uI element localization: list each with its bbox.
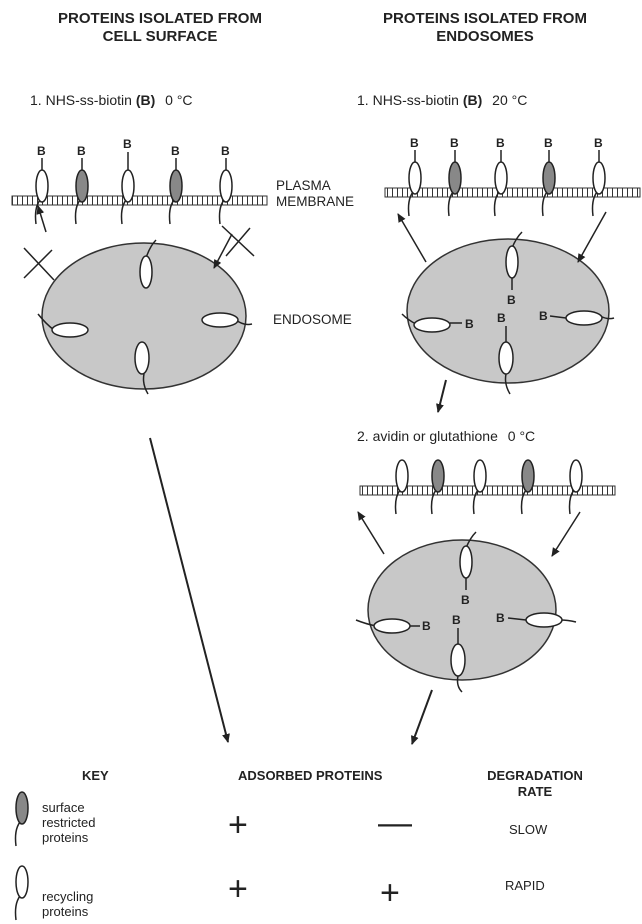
row2-adsorbed-b: +	[380, 876, 400, 910]
key-row2-label: recycling proteins	[42, 889, 93, 919]
svg-text:B: B	[461, 593, 470, 607]
rate-label: RATE	[480, 784, 590, 800]
svg-text:B: B	[37, 144, 46, 158]
left-membrane-proteins	[36, 152, 233, 224]
key-row1-line3: proteins	[42, 830, 95, 845]
key-row2-line2: proteins	[42, 904, 93, 919]
key-row2-line1: recycling	[42, 889, 93, 904]
key-symbols	[16, 792, 29, 920]
svg-text:B: B	[221, 144, 230, 158]
row2-adsorbed-a: +	[228, 872, 248, 906]
adsorbed-proteins-header: ADSORBED PROTEINS	[238, 768, 382, 784]
svg-text:B: B	[496, 611, 505, 625]
key-row1-line2: restricted	[42, 815, 95, 830]
row1-adsorbed-b: —	[378, 806, 412, 840]
svg-text:B: B	[507, 293, 516, 307]
degradation-rate-header: DEGRADATION RATE	[480, 768, 590, 800]
degradation-label: DEGRADATION	[480, 768, 590, 784]
svg-text:B: B	[410, 136, 419, 150]
svg-text:B: B	[422, 619, 431, 633]
key-row1-label: surface restricted proteins	[42, 800, 95, 845]
svg-text:B: B	[539, 309, 548, 323]
svg-text:B: B	[77, 144, 86, 158]
svg-text:B: B	[497, 311, 506, 325]
key-row1-line1: surface	[42, 800, 95, 815]
svg-text:B: B	[594, 136, 603, 150]
key-title: KEY	[82, 768, 109, 784]
svg-text:B: B	[496, 136, 505, 150]
svg-text:B: B	[171, 144, 180, 158]
svg-text:B: B	[544, 136, 553, 150]
svg-text:B: B	[450, 136, 459, 150]
row1-rate: SLOW	[509, 822, 547, 837]
row1-adsorbed-a: +	[228, 808, 248, 842]
svg-text:B: B	[123, 137, 132, 151]
svg-text:B: B	[452, 613, 461, 627]
right-membrane-proteins	[409, 150, 606, 216]
svg-text:B: B	[465, 317, 474, 331]
row2-rate: RAPID	[505, 878, 545, 893]
